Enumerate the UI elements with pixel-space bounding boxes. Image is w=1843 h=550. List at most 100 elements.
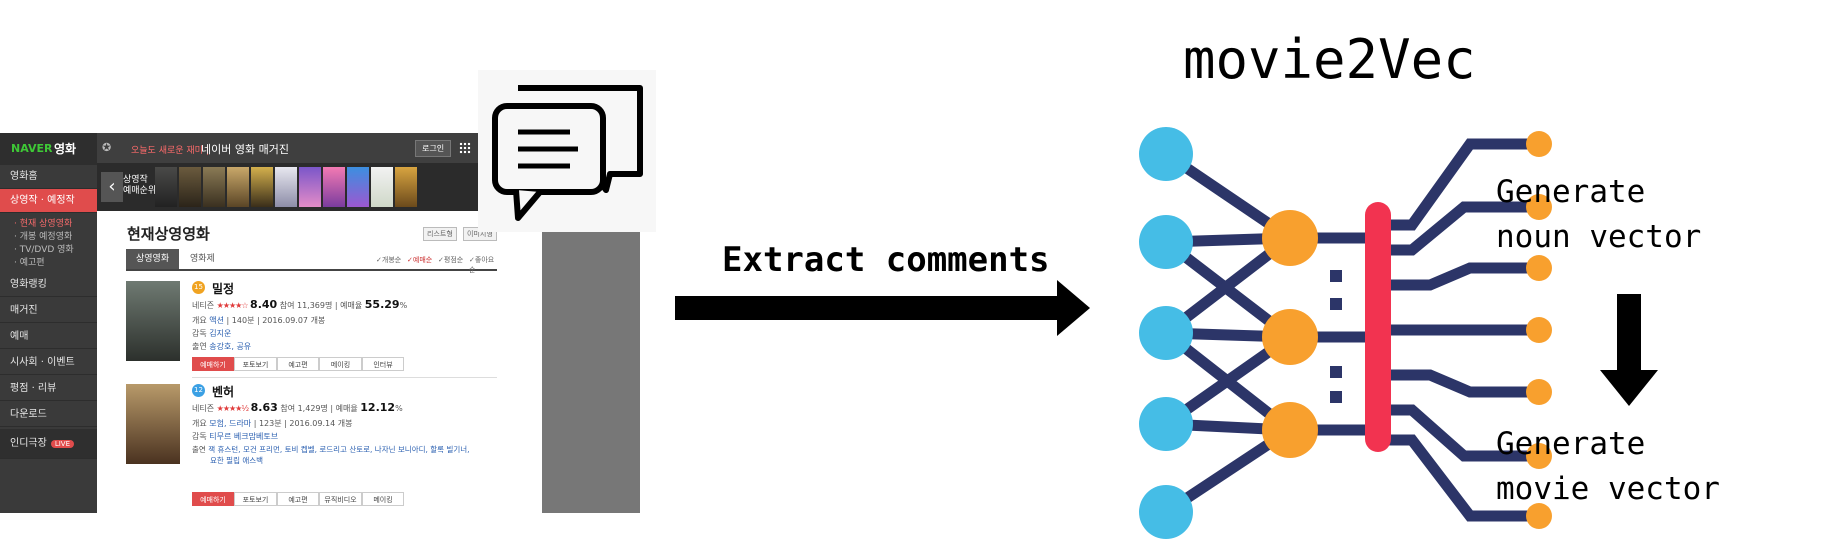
movie-button-row: 예매하기 포토보기 예고편 메이킹 인터뷰 [192, 357, 404, 371]
right-gray-panel [542, 211, 640, 513]
strip-poster[interactable] [275, 167, 297, 207]
output-node [1526, 443, 1552, 469]
movie-poster[interactable] [126, 384, 180, 464]
movie-cast-line-2: 요한 필립 애스백 [210, 455, 263, 466]
strip-label-line2: 예매순위 [123, 186, 157, 196]
reserve-button[interactable]: 예매하기 [192, 357, 234, 371]
trailer-button[interactable]: 예고편 [277, 492, 319, 506]
movie-button-row: 예매하기 포토보기 예고편 뮤직비디오 메이킹 [192, 492, 404, 506]
sidebar-subitem-upcoming[interactable]: · 개봉 예정영화 [14, 232, 73, 242]
neural-network-diagram [1139, 127, 1552, 539]
page-title: 현재상영영화 [127, 225, 210, 243]
sidebar-subitem-current-label: 현재 상영영화 [19, 219, 73, 229]
sidebar-item-reserve[interactable]: 예매 [0, 325, 97, 349]
sidebar-item-ranking[interactable]: 영화랭킹 [0, 273, 97, 297]
tab-now-showing[interactable]: 상영영화 [126, 249, 180, 269]
sidebar-item-magazine[interactable]: 매거진 [0, 299, 97, 323]
release-date: 2016.09.14 개봉 [289, 419, 353, 428]
apps-grid-icon[interactable] [459, 142, 471, 154]
cast-link[interactable]: 요한 필립 애스백 [210, 456, 264, 465]
strip-poster[interactable] [347, 167, 369, 207]
output-node [1526, 503, 1552, 529]
sort-reserve[interactable]: ✓예매순 [407, 256, 433, 264]
movie-director-line: 감독 김지운 [192, 328, 231, 339]
strip-poster[interactable] [299, 167, 321, 207]
reserve-button[interactable]: 예매하기 [192, 492, 234, 506]
photo-button[interactable]: 포토보기 [234, 492, 277, 506]
trailer-button[interactable]: 예고편 [277, 357, 319, 371]
interview-button[interactable]: 인터뷰 [362, 357, 404, 371]
sidebar-subitem-current[interactable]: · 현재 상영영화 [14, 219, 73, 229]
strip-poster[interactable] [227, 167, 249, 207]
cast-link[interactable]: 잭 휴스턴, 모건 프리먼, 토비 켑벨, 로드리고 산토로, 나자닌 보니아디… [208, 445, 470, 454]
movie-title[interactable]: 벤허 [212, 385, 235, 399]
naver-logo-brand: NAVER [11, 142, 53, 155]
input-node [1139, 215, 1193, 269]
director-link[interactable]: 티무르 베크맘베토브 [209, 432, 279, 441]
participants: 참여 11,369명 [279, 301, 333, 310]
strip-poster[interactable] [203, 167, 225, 207]
login-button[interactable]: 로그인 [415, 140, 452, 157]
cast-label: 출연 [192, 445, 206, 454]
genre[interactable]: 모험, 드라마 [209, 419, 252, 428]
strip-poster[interactable] [371, 167, 393, 207]
director-label: 감독 [192, 432, 207, 441]
sidebar-item-download[interactable]: 다운로드 [0, 403, 97, 427]
movie-title[interactable]: 밀정 [212, 282, 235, 296]
diagram-title: movie2Vec [1183, 28, 1476, 91]
strip-poster[interactable] [395, 167, 417, 207]
runtime: 140분 [231, 316, 255, 325]
strip-poster[interactable] [251, 167, 273, 207]
strip-poster[interactable] [323, 167, 345, 207]
topbar-magazine-link[interactable]: 네이버 영화 매거진 [201, 143, 289, 156]
strip-prev-button[interactable]: ‹ [101, 172, 123, 202]
sidebar-subitem-trailer-label: 예고편 [19, 258, 45, 268]
movie-rating-line: 네티즌 ★★★★½ 8.63 참여 1,429명 | 예매율 12.12% [192, 401, 403, 414]
naver-logo: NAVER 영화 [0, 133, 97, 165]
strip-poster[interactable] [155, 167, 177, 207]
sort-likes-label: 좋아요순 [469, 256, 495, 274]
sort-release-label: 개봉순 [381, 256, 402, 264]
output-node [1526, 379, 1552, 405]
input-node [1139, 127, 1193, 181]
tab-festival[interactable]: 영화제 [190, 254, 215, 264]
chat-bubbles-icon [478, 70, 656, 232]
network-edges [1160, 138, 1540, 522]
runtime: 123분 [258, 419, 282, 428]
cast-link[interactable]: 송강호, 공유 [209, 342, 252, 351]
making-button[interactable]: 메이킹 [319, 357, 362, 371]
photo-button[interactable]: 포토보기 [234, 357, 277, 371]
tab-bar: 상영영화 영화제 ✓개봉순 ✓예매순 ✓평점순 ✓좋아요순 [126, 249, 497, 274]
strip-label-line1: 상영작 [123, 175, 148, 185]
topbar-tagline: 오늘도 새로운 재미 | [131, 146, 209, 156]
output-node [1526, 194, 1552, 220]
naver-sidebar: NAVER 영화 영화홈 상영작 · 예정작 · 현재 상영영화 · 개봉 예정… [0, 133, 97, 513]
view-list-button[interactable]: 리스트형 [423, 227, 457, 241]
ellipsis-dots [1330, 270, 1342, 403]
sort-likes[interactable]: ✓좋아요순 [469, 256, 495, 274]
making-button[interactable]: 메이킹 [362, 492, 404, 506]
age-rating-badge: 12 [192, 384, 205, 397]
hidden-node [1262, 210, 1318, 266]
sidebar-subitem-tvdvd[interactable]: · TV/DVD 영화 [14, 245, 74, 255]
music-video-button[interactable]: 뮤직비디오 [319, 492, 362, 506]
strip-poster[interactable] [179, 167, 201, 207]
sidebar-subitem-trailer[interactable]: · 예고편 [14, 258, 45, 268]
sort-release[interactable]: ✓개봉순 [376, 256, 402, 264]
director-label: 감독 [192, 329, 207, 338]
overview-label: 개요 [192, 419, 207, 428]
input-node [1139, 306, 1193, 360]
sidebar-item-now-showing[interactable]: 상영작 · 예정작 [0, 189, 97, 213]
sidebar-item-review[interactable]: 평점 · 리뷰 [0, 377, 97, 401]
rating-value: 8.63 [250, 401, 278, 414]
movie-poster[interactable] [126, 281, 180, 361]
genre[interactable]: 액션 [209, 316, 225, 325]
director-link[interactable]: 김지운 [209, 329, 232, 338]
reserve-label: 예매율 [340, 301, 363, 310]
sidebar-item-home[interactable]: 영화홈 [0, 165, 97, 189]
star-rating-icon: ★★★★☆ [216, 301, 249, 310]
sidebar-item-indie-label: 인디극장 [10, 438, 47, 449]
sidebar-item-event[interactable]: 시사회 · 이벤트 [0, 351, 97, 375]
sort-rating[interactable]: ✓평점순 [438, 256, 464, 264]
